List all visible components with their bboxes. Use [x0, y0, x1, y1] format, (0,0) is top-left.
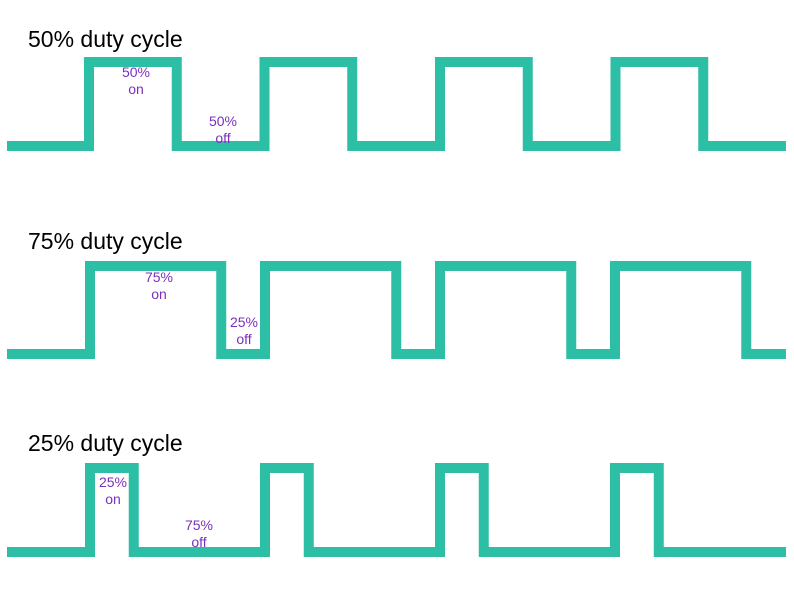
duty-cycle-75-title: 75% duty cycle	[28, 228, 183, 254]
duty-cycle-50-title: 50% duty cycle	[28, 26, 183, 52]
duty-cycle-25-on-label: 25% on	[98, 474, 128, 507]
duty-cycle-50-waveform	[7, 57, 786, 151]
duty-cycle-50-on-label: 50% on	[121, 64, 151, 97]
duty-cycle-75-on-label: 75% on	[144, 269, 174, 302]
duty-cycle-75-off-label: 25% off	[229, 314, 259, 347]
duty-cycle-25-waveform	[7, 463, 786, 557]
duty-cycle-25-off-label: 75% off	[184, 517, 214, 550]
duty-cycle-75-waveform	[7, 261, 786, 359]
duty-cycle-50-off-label: 50% off	[208, 113, 238, 146]
duty-cycle-25-title: 25% duty cycle	[28, 430, 183, 456]
